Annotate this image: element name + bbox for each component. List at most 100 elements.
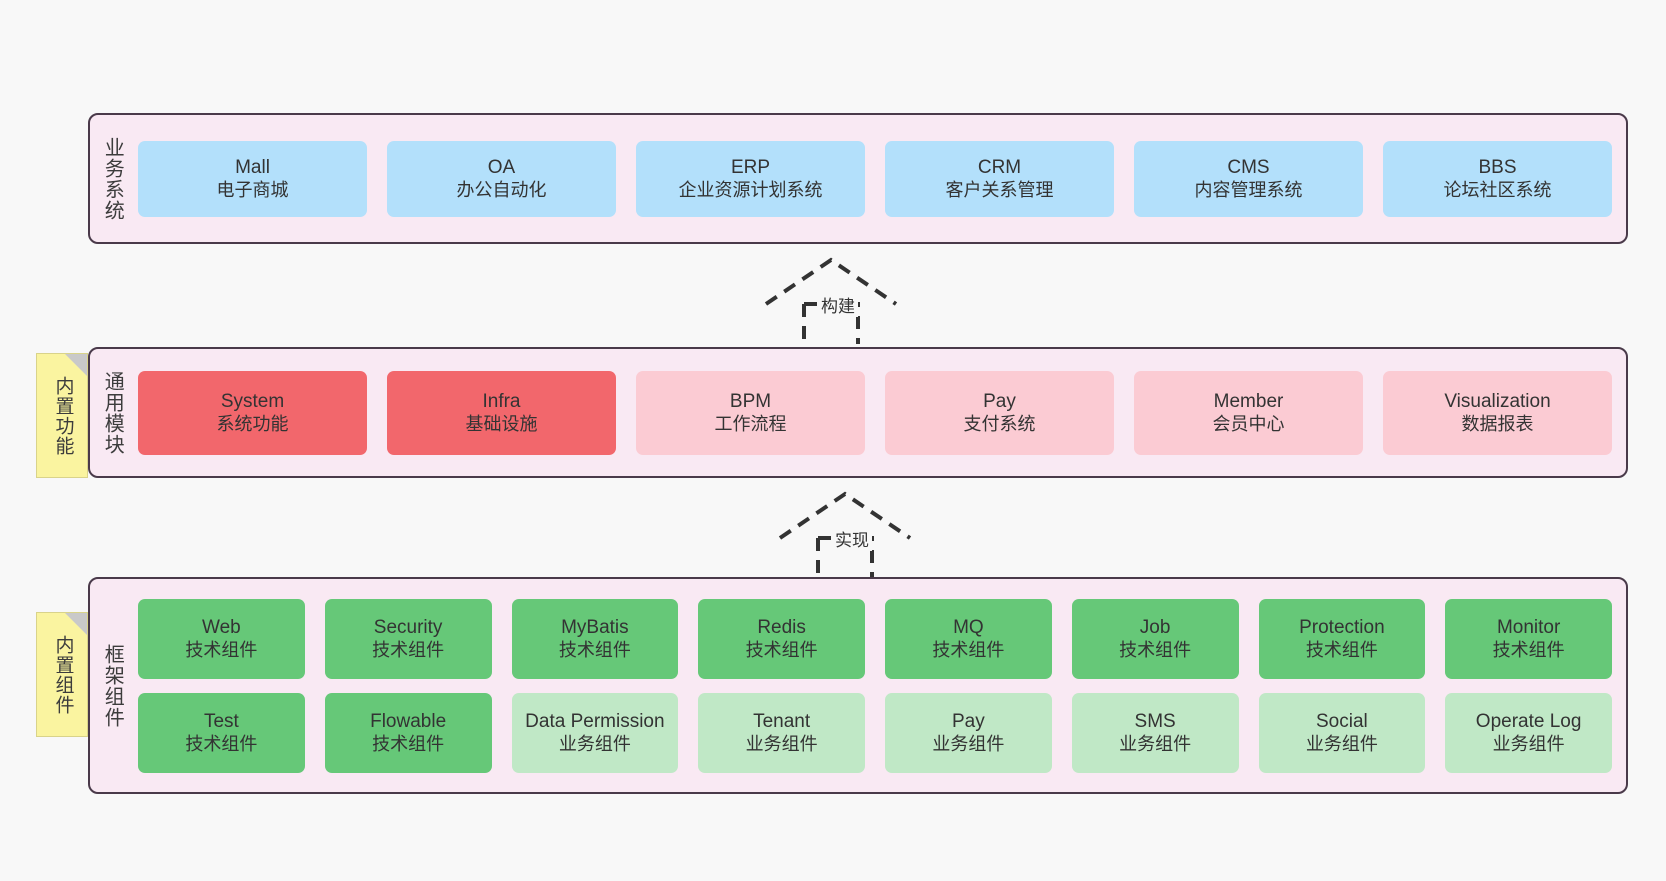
- layer-common-modules: 通用模块 System 系统功能 Infra 基础设施 BPM 工作流程 Pay…: [88, 347, 1628, 478]
- tile-name: OA: [487, 156, 516, 178]
- layer-title-business: 业务系统: [101, 136, 124, 221]
- tile-redis[interactable]: Redis 技术组件: [698, 598, 865, 679]
- tile-tenant[interactable]: Tenant 业务组件: [698, 692, 865, 773]
- tile-operate-log[interactable]: Operate Log 业务组件: [1445, 692, 1612, 773]
- tile-security[interactable]: Security 技术组件: [324, 598, 492, 679]
- tile-name: MyBatis: [561, 616, 629, 638]
- tile-visualization[interactable]: Visualization 数据报表: [1383, 370, 1612, 455]
- tile-protection[interactable]: Protection 技术组件: [1258, 598, 1426, 679]
- tile-web[interactable]: Web 技术组件: [138, 598, 305, 679]
- note-builtin-components: 内置组件: [36, 612, 88, 737]
- tile-monitor[interactable]: Monitor 技术组件: [1445, 598, 1612, 679]
- tile-name: Security: [373, 616, 443, 638]
- tile-subtitle: 工作流程: [714, 414, 787, 435]
- tile-subtitle: 客户关系管理: [945, 180, 1054, 201]
- tile-member[interactable]: Member 会员中心: [1134, 370, 1363, 455]
- tile-name: Test: [203, 710, 239, 732]
- tile-subtitle: 技术组件: [558, 640, 631, 661]
- tile-subtitle: 基础设施: [465, 414, 538, 435]
- tile-name: Data Permission: [525, 710, 665, 732]
- tile-name: Operate Log: [1475, 710, 1582, 732]
- layer-framework-components: 框架组件 Web 技术组件 Security 技术组件 MyBatis 技术组件…: [88, 577, 1628, 794]
- tile-name: CRM: [977, 156, 1022, 178]
- tile-erp[interactable]: ERP 企业资源计划系统: [636, 140, 865, 217]
- tile-name: Mall: [235, 156, 270, 178]
- tile-subtitle: 内容管理系统: [1194, 180, 1303, 201]
- note-label: 内置组件: [52, 634, 74, 715]
- tile-job[interactable]: Job 技术组件: [1071, 598, 1239, 679]
- tile-subtitle: 支付系统: [963, 414, 1036, 435]
- tile-subtitle: 技术组件: [1305, 640, 1378, 661]
- tile-subtitle: 业务组件: [745, 734, 818, 755]
- tile-name: Web: [202, 616, 241, 638]
- tile-bpm[interactable]: BPM 工作流程: [636, 370, 865, 455]
- tile-subtitle: 电子商城: [216, 180, 289, 201]
- tile-bbs[interactable]: BBS 论坛社区系统: [1383, 140, 1612, 217]
- tile-subtitle: 业务组件: [1305, 734, 1378, 755]
- tile-mall[interactable]: Mall 电子商城: [138, 140, 367, 217]
- tile-subtitle: 业务组件: [558, 734, 631, 755]
- tile-name: CMS: [1227, 156, 1270, 178]
- tile-cms[interactable]: CMS 内容管理系统: [1134, 140, 1363, 217]
- tile-name: Visualization: [1444, 390, 1551, 412]
- tile-name: Infra: [482, 390, 521, 412]
- tile-subtitle: 论坛社区系统: [1443, 180, 1552, 201]
- layer-business-systems: 业务系统 Mall 电子商城 OA 办公自动化 ERP 企业资源计划系统 CRM…: [88, 113, 1628, 244]
- tile-subtitle: 技术组件: [185, 734, 258, 755]
- tile-subtitle: 业务组件: [932, 734, 1005, 755]
- tile-crm[interactable]: CRM 客户关系管理: [885, 140, 1114, 217]
- tile-name: MQ: [953, 616, 984, 638]
- note-builtin-features: 内置功能: [36, 353, 88, 478]
- tile-test[interactable]: Test 技术组件: [138, 692, 305, 773]
- tile-sms[interactable]: SMS 业务组件: [1071, 692, 1239, 773]
- tile-subtitle: 系统功能: [216, 414, 289, 435]
- layer-title-framework: 框架组件: [101, 643, 124, 728]
- connector-implement: 实现: [770, 490, 920, 578]
- tile-name: Pay: [952, 710, 985, 732]
- tile-name: SMS: [1134, 710, 1176, 732]
- tile-subtitle: 数据报表: [1461, 414, 1534, 435]
- layer-body-common: System 系统功能 Infra 基础设施 BPM 工作流程 Pay 支付系统…: [134, 349, 1626, 476]
- tile-infra[interactable]: Infra 基础设施: [387, 370, 616, 455]
- tile-subtitle: 会员中心: [1212, 414, 1285, 435]
- tile-name: ERP: [730, 156, 771, 178]
- tile-subtitle: 办公自动化: [456, 180, 547, 201]
- framework-tile-row-2: Test 技术组件 Flowable 技术组件 Data Permission …: [138, 692, 1612, 773]
- tile-name: Pay: [983, 390, 1016, 412]
- tile-pay-component[interactable]: Pay 业务组件: [885, 692, 1052, 773]
- tile-mybatis[interactable]: MyBatis 技术组件: [511, 598, 679, 679]
- tile-name: Tenant: [753, 710, 811, 732]
- connector-build-label: 构建: [818, 292, 858, 317]
- note-label: 内置功能: [52, 375, 74, 456]
- connector-build: 构建: [756, 256, 906, 344]
- tile-name: Member: [1213, 390, 1284, 412]
- tile-system[interactable]: System 系统功能: [138, 370, 367, 455]
- common-tile-row: System 系统功能 Infra 基础设施 BPM 工作流程 Pay 支付系统…: [138, 370, 1612, 455]
- tile-subtitle: 技术组件: [372, 734, 445, 755]
- tile-subtitle: 技术组件: [1119, 640, 1192, 661]
- tile-pay[interactable]: Pay 支付系统: [885, 370, 1114, 455]
- tile-flowable[interactable]: Flowable 技术组件: [324, 692, 492, 773]
- tile-subtitle: 技术组件: [745, 640, 818, 661]
- tile-name: BBS: [1478, 156, 1517, 178]
- connector-implement-label: 实现: [832, 526, 872, 551]
- tile-social[interactable]: Social 业务组件: [1258, 692, 1426, 773]
- arrow-shaft: [802, 302, 860, 344]
- tile-subtitle: 技术组件: [372, 640, 445, 661]
- tile-name: System: [220, 390, 285, 412]
- layer-body-framework: Web 技术组件 Security 技术组件 MyBatis 技术组件 Redi…: [134, 579, 1626, 792]
- tile-name: BPM: [729, 390, 772, 412]
- tile-data-permission[interactable]: Data Permission 业务组件: [511, 692, 679, 773]
- tile-name: Social: [1316, 710, 1368, 732]
- business-tile-row: Mall 电子商城 OA 办公自动化 ERP 企业资源计划系统 CRM 客户关系…: [138, 140, 1612, 217]
- tile-subtitle: 业务组件: [1119, 734, 1192, 755]
- layer-title-common: 通用模块: [101, 370, 124, 455]
- tile-mq[interactable]: MQ 技术组件: [885, 598, 1052, 679]
- arrow-shaft: [816, 536, 874, 578]
- tile-name: Monitor: [1496, 616, 1561, 638]
- tile-oa[interactable]: OA 办公自动化: [387, 140, 616, 217]
- tile-name: Job: [1139, 616, 1171, 638]
- tile-subtitle: 业务组件: [1492, 734, 1565, 755]
- tile-name: Redis: [757, 616, 806, 638]
